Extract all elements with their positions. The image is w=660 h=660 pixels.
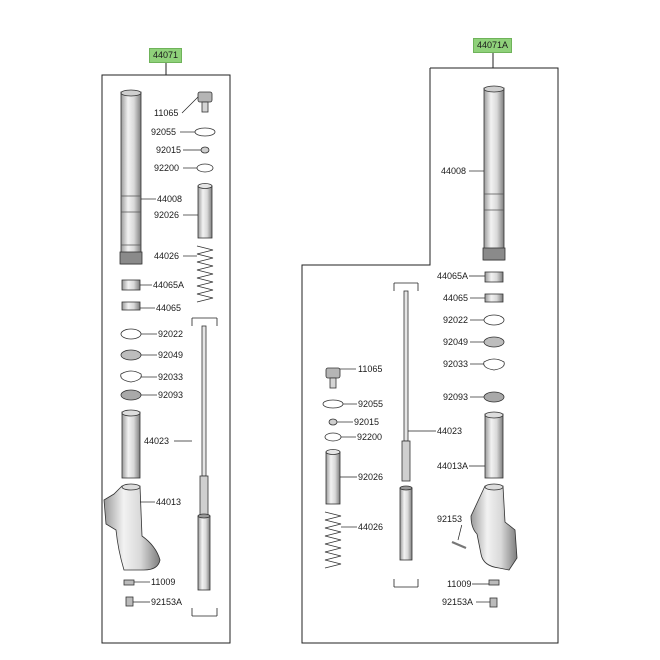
- right-kit-badge: 44071A: [473, 38, 513, 53]
- leader-lines: [133, 96, 490, 603]
- right-part-label: 44026: [357, 522, 385, 533]
- left-part-label: 44008: [156, 194, 184, 205]
- left-part-label: 92015: [155, 145, 183, 156]
- left-bottom-case: [103, 483, 161, 607]
- right-part-label: 11009: [446, 579, 473, 590]
- left-part-label: 11009: [150, 577, 177, 588]
- right-part-label: 44023: [436, 426, 464, 437]
- left-spring: [196, 245, 214, 303]
- left-inner-tube: [121, 409, 141, 479]
- right-spring: [324, 511, 342, 569]
- left-part-label: 44023: [143, 436, 171, 447]
- left-part-label: 92026: [153, 210, 181, 221]
- right-part-label: 44013A: [436, 461, 470, 472]
- right-part-label: 92055: [357, 399, 385, 410]
- left-spacer-tube: [197, 183, 213, 239]
- left-part-label: 44065: [155, 303, 183, 314]
- right-outer-tube: [482, 85, 506, 261]
- right-part-label: 92200: [356, 432, 384, 443]
- right-part-label: 11065: [357, 364, 384, 375]
- left-part-label: 44065A: [152, 280, 186, 291]
- right-part-label: 44008: [440, 166, 468, 177]
- right-part-label: 92049: [442, 337, 470, 348]
- left-part-label: 92033: [157, 372, 185, 383]
- left-part-label: 44026: [153, 251, 181, 262]
- right-spacer-tube: [325, 449, 341, 505]
- right-part-label: 92026: [357, 472, 385, 483]
- left-part-label: 92153A: [150, 597, 184, 608]
- right-small-parts: [322, 399, 344, 442]
- right-part-label: 92033: [442, 359, 470, 370]
- right-part-label: 92015: [353, 417, 381, 428]
- right-inner-tube: [484, 411, 504, 479]
- right-top-cap: [325, 367, 341, 389]
- right-bottom-case: [451, 483, 518, 608]
- left-seal-stack: [120, 279, 142, 401]
- left-part-label: 92093: [157, 390, 185, 401]
- left-small-parts: [194, 127, 216, 173]
- left-damper-rod: [191, 317, 218, 617]
- left-part-label: 44013: [155, 497, 183, 508]
- right-part-label: 92153A: [441, 597, 475, 608]
- right-part-label: 44065A: [436, 271, 470, 282]
- left-part-label: 92200: [153, 163, 181, 174]
- left-kit-badge: 44071: [149, 48, 183, 63]
- right-part-label: 92153: [436, 514, 464, 525]
- right-damper-rod: [393, 282, 419, 588]
- right-part-label: 92022: [442, 315, 470, 326]
- left-part-label: 92055: [150, 127, 178, 138]
- left-outer-tube: [119, 89, 143, 265]
- left-assembly-frame: [101, 62, 231, 644]
- right-assembly-frame: [301, 52, 559, 644]
- right-part-label: 92093: [442, 392, 470, 403]
- left-part-label: 92022: [157, 329, 185, 340]
- left-part-label: 11065: [153, 108, 180, 119]
- right-part-label: 44065: [442, 293, 470, 304]
- left-part-label: 92049: [157, 350, 185, 361]
